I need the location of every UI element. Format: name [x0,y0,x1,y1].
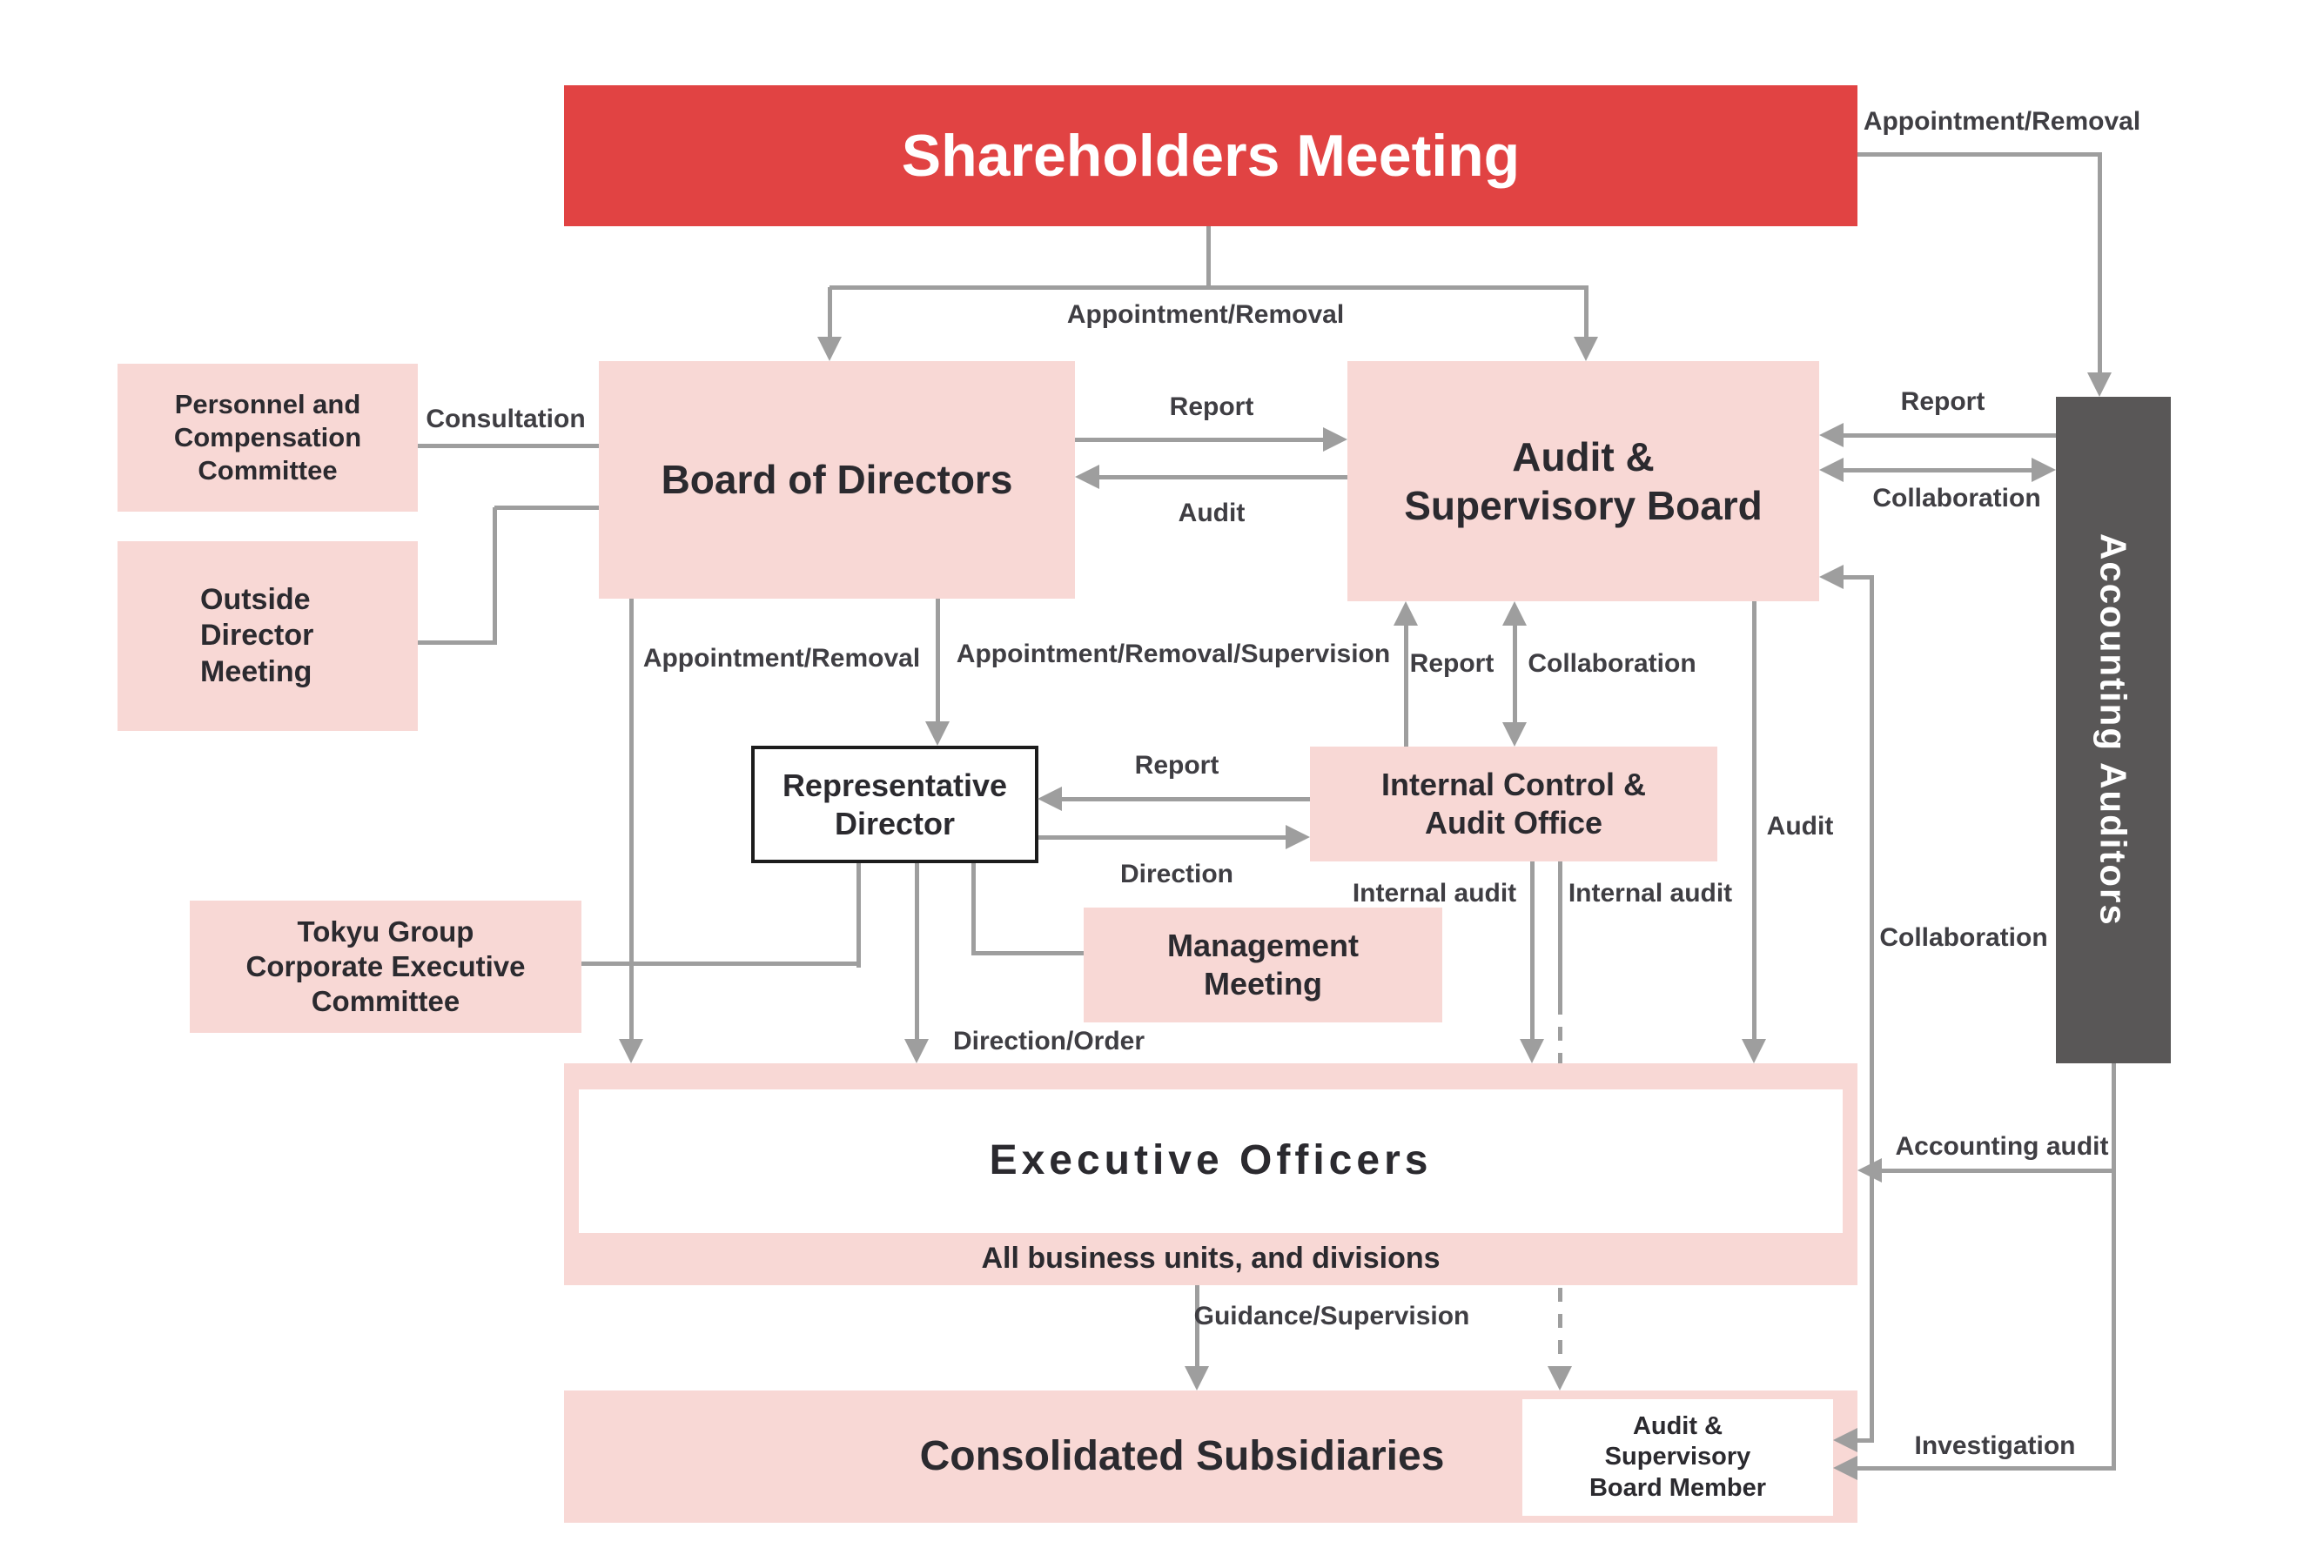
node-tokyu-group-corporate-executive-committee: Tokyu Group Corporate Executive Committe… [190,901,581,1033]
edge-label-report-asb-aa: Report [1900,387,1985,416]
connector-line [1870,577,1874,1443]
connector-line [1842,433,2056,438]
arrowhead-down [817,337,842,361]
connector-line [936,599,940,725]
arrowhead-right [1323,427,1347,452]
node-representative-director: Representative Director [751,746,1038,863]
connector-line [1404,624,1408,747]
node-accounting-auditors: Accounting Auditors [2056,397,2171,1063]
connector-line [1842,468,2033,472]
arrowhead-left [1819,458,1844,482]
arrowhead-left [1857,1158,1882,1183]
arrowhead-down [904,1039,929,1063]
arrowhead-right [1286,825,1310,849]
edge-label-direction-order: Direction/Order [952,1027,1145,1055]
edge-label-collaboration-asb-ic: Collaboration [1528,649,1696,678]
edge-label-audit-asb-bod: Audit [1178,499,1246,527]
connector-line [1584,287,1589,341]
node-shareholders-meeting: Shareholders Meeting [564,85,1857,226]
edge-label-collaboration-asb-aa: Collaboration [1872,484,2041,513]
connector-line [418,640,497,645]
connector-line [828,287,832,341]
connector-line [629,599,634,1041]
node-personnel-compensation-committee: Personnel and Compensation Committee [118,364,418,512]
edge-label-appointment-removal-top-right: Appointment/Removal [1863,107,2141,136]
node-executive-officers-title: Executive Officers [579,1089,1843,1233]
connector-line [1856,1438,1874,1443]
node-audit-supervisory-board-member: Audit & Supervisory Board Member [1522,1399,1833,1516]
connector-line [1857,152,2102,157]
edge-label-appointment-removal-supervision: Appointment/Removal/Supervision [956,640,1391,668]
arrowhead-down [1548,1366,1572,1390]
node-audit-supervisory-board: Audit & Supervisory Board [1347,361,1819,601]
node-executive-officers-subtitle: All business units, and divisions [981,1242,1441,1276]
arrowhead-left [1075,465,1099,489]
arrowhead-down [2087,372,2112,397]
edge-label-collaboration-asb-member: Collaboration [1879,923,2048,952]
edge-label-internal-audit-eo: Internal audit [1352,879,1517,908]
connector-line [2098,154,2102,374]
edge-label-report-ic-asb: Report [1409,649,1494,678]
arrowhead-left [1833,1428,1857,1452]
node-internal-control-audit-office: Internal Control & Audit Office [1310,747,1717,861]
edge-label-report-ic-rd: Report [1134,751,1219,780]
edge-label-direction-rd-ic: Direction [1119,860,1234,888]
node-outside-director-meeting: Outside Director Meeting [118,541,418,731]
connector-line [581,962,858,966]
arrowhead-left [1038,787,1062,811]
arrowhead-left [1819,423,1844,447]
connector-line [1842,575,1874,580]
connector-line [971,863,976,955]
arrowhead-down [1520,1039,1544,1063]
connector-line [418,444,599,448]
connector-line [494,506,601,510]
node-consolidated-subsidiaries-title: Consolidated Subsidiaries [919,1432,1445,1479]
edge-label-audit-asb-eo: Audit [1766,812,1834,841]
connector-line [1752,601,1756,1042]
connector-line [1206,226,1211,290]
edge-label-consultation: Consultation [426,405,586,433]
connector-line [1075,438,1325,442]
edge-label-accounting-audit: Accounting audit [1895,1132,2109,1161]
connector-line [1558,861,1562,1002]
connector-line [830,285,1589,290]
connector-line [1038,835,1287,840]
connector-line [1195,1285,1199,1370]
connector-line [1060,797,1310,801]
edge-label-appointment-removal-bod-eo: Appointment/Removal [642,644,921,673]
arrowhead-down [1742,1039,1766,1063]
node-board-of-directors: Board of Directors [599,361,1075,599]
arrowhead-down [1185,1366,1209,1390]
connector-line [856,863,861,968]
arrowhead-down [619,1039,643,1063]
arrowhead-left [1819,565,1844,589]
arrowhead-up [1502,601,1527,626]
arrowhead-right [2032,458,2056,482]
edge-label-report-bod-asb: Report [1169,392,1254,421]
edge-label-internal-audit-subsidiaries: Internal audit [1568,879,1733,908]
edge-label-guidance-supervision: Guidance/Supervision [1193,1302,1470,1330]
edge-label-investigation: Investigation [1914,1431,2076,1460]
connector-line [1098,475,1347,479]
connector-line [1530,861,1535,1042]
connector-line [1880,1169,2113,1173]
connector-line [915,863,919,1042]
arrowhead-down [925,721,950,746]
arrowhead-down [1502,722,1527,747]
arrowhead-left [1833,1456,1857,1480]
connector-line [2112,1063,2116,1471]
node-management-meeting: Management Meeting [1084,908,1442,1022]
connector-line [973,951,1084,955]
arrowhead-down [1574,337,1598,361]
connector-line [1513,624,1517,726]
connector-line [1856,1466,2113,1471]
connector-line [493,507,497,645]
arrowhead-up [1394,601,1418,626]
edge-label-appointment-removal-top: Appointment/Removal [1066,300,1345,329]
